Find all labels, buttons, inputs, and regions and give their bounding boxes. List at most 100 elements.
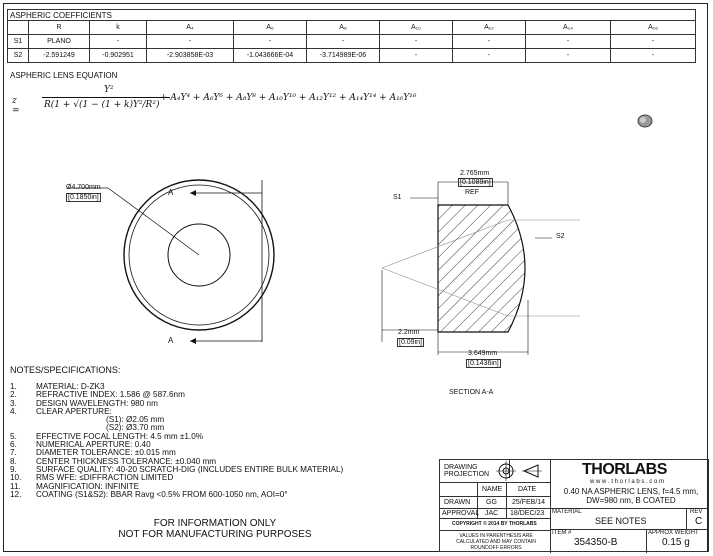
cell: - [146,34,234,49]
cell: - [452,48,526,63]
weight-label: APPROX WEIGHT [648,530,699,536]
ct-dim-in: [0.1436in] [466,359,501,368]
header-cell: R [28,20,90,35]
material-value: SEE NOTES [595,516,647,526]
note-item: 6.NUMERICAL APERTURE: 0.40 [10,440,151,450]
note-item: 2.REFRACTIVE INDEX: 1.586 @ 587.6nm [10,390,185,400]
ray-line [381,219,509,269]
header-cell: A₁₂ [452,20,526,35]
cell: - [379,48,453,63]
diameter-in-label: [0.1850in] [66,193,101,202]
note-item: 7.DIAMETER TOLERANCE: ±0.015 mm [10,448,176,458]
note-item: 12.COATING (S1&S2): BBAR Ravg <0.5% FROM… [10,489,288,499]
note-subitem: (S1): Ø2.05 mm [106,415,165,425]
info-line-1: FOR INFORMATION ONLY [153,518,277,529]
s1-label: S1 [393,194,402,201]
arrowhead [190,338,196,344]
drawn-name: GG [486,499,497,506]
info-line-2: NOT FOR MANUFACTURING PURPOSES [118,529,312,540]
outer-diameter-circle [123,179,275,331]
cell: - [610,48,696,63]
leader-line [107,187,200,256]
cell: - [525,48,611,63]
edge-dim-mm: 2.2mm [398,329,420,336]
equation-numerator: Y² [104,85,114,95]
equation-denominator: R(1 + √(1 − (1 + k)Y²/R²) [44,100,160,110]
name-header: NAME [482,486,503,493]
table-row: S2 -2.591249 -0.902951 -2.903858E-03 -1.… [7,48,696,63]
website-text: w w w . t h o r l a b s . c o m [590,479,665,485]
cell: -2.591249 [28,48,90,63]
ct-dim-mm: 3.649mm [468,350,498,357]
note-item: 11.MAGNIFICATION: INFINITE [10,481,140,491]
coefficients-title: ASPHERIC COEFFICIENTS [7,9,696,21]
note-item: 9.SURFACE QUALITY: 40-20 SCRATCH-DIG (IN… [10,464,344,474]
aspheric-coefficients-table: ASPHERIC COEFFICIENTS R k A₄ A₆ A₈ A₁₀ A… [7,9,696,63]
edge-dim-in: [0.09in] [397,338,424,347]
header-cell: A₁₆ [610,20,696,35]
s2-label: S2 [556,233,565,240]
diameter-mm-label: Ø4.700mm [66,184,101,191]
item-number: 354350-B [574,537,618,548]
cell: - [233,34,307,49]
copyright-text: COPYRIGHT © 2014 BY THORLABS [452,521,537,527]
note-item: 10.RMS WFE: ≤DIFFRACTION LIMITED [10,473,174,483]
cell: -1.043666E-04 [233,48,307,63]
notes-list: 1.MATERIAL: D-ZK3 2.REFRACTIVE INDEX: 1.… [10,382,344,499]
rev-value: C [695,516,703,527]
drawing-border [3,3,708,552]
front-view [68,179,275,344]
cell: S1 [7,34,29,49]
thorlabs-logo: THORLABS [582,461,667,478]
top-dim-in: [0.1089in] [458,178,493,187]
section-view [381,181,580,355]
cell: - [89,34,147,49]
cell: -0.902951 [89,48,147,63]
cell: - [525,34,611,49]
fraction-bar [42,97,170,98]
cell: PLANO [28,34,90,49]
note-item: 4.CLEAR APERTURE: [10,406,112,416]
cell: S2 [7,48,29,63]
cell: - [452,34,526,49]
header-cell [7,20,29,35]
part-description: 0.40 NA ASPHERIC LENS, f=4.5 mm, DW=980 … [563,487,699,505]
cell: -3.714989E-06 [306,48,380,63]
header-cell: A₄ [146,20,234,35]
cell: - [306,34,380,49]
section-caption: SECTION A-A [449,389,494,396]
approval-name: JAC [485,510,499,517]
approval-date: 18/DEC/23 [510,510,545,517]
cell: - [610,34,696,49]
header-cell: A₈ [306,20,380,35]
weight-value: 0.15 g [662,537,690,548]
equation-lhs: z = [12,96,20,116]
section-mark-top: A [168,188,174,197]
item-label: ITEM # [552,530,572,536]
equation-terms: + A₄Y⁴ + A₆Y⁶ + A₈Y⁸ + A₁₀Y¹⁰ + A₁₂Y¹² +… [160,93,417,103]
approval-label: APPROVAL [442,510,480,517]
rev-label: REV [690,509,703,515]
title-block: DRAWING PROJECTION NAME DATE DRAWN GG 25… [439,459,709,553]
note-item: 8.CENTER THICKNESS TOLERANCE: ±0.040 mm [10,456,217,466]
inner-circle [167,223,231,287]
drawn-label: DRAWN [444,499,471,506]
date-header: DATE [518,486,537,493]
notes-title: NOTES/SPECIFICATIONS: [10,365,121,375]
info-disclaimer: FOR INFORMATION ONLY NOT FOR MANUFACTURI… [80,518,350,540]
ray-line [381,267,509,317]
cell: -2.903858E-03 [146,48,234,63]
arrowhead [190,190,196,196]
material-label: MATERIAL [552,509,582,515]
lens-3d-icon [637,114,653,128]
note-item: 3.DESIGN WAVELENGTH: 980 nm [10,398,158,408]
projection-symbol-icon [496,461,542,481]
header-cell: k [89,20,147,35]
equation-label: ASPHERIC LENS EQUATION [10,71,118,80]
lens-cross-section [437,204,526,333]
table-row: S1 PLANO - - - - - - - - [7,34,696,49]
header-cell: A₆ [233,20,307,35]
header-cell: A₁₄ [525,20,611,35]
projection-label: DRAWING PROJECTION [444,464,490,478]
rounding-note: VALUES IN PARENTHESIS ARE CALCULATED AND… [456,533,536,551]
